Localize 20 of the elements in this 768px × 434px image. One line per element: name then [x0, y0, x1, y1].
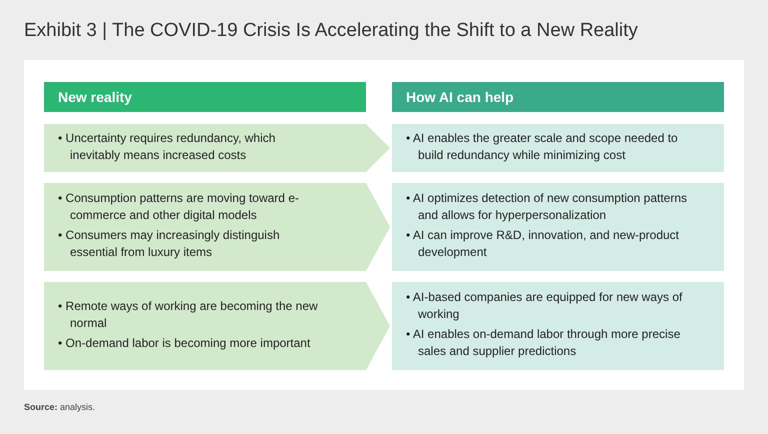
bullet-item: • Consumers may increasingly distinguish essential from luxury items [58, 227, 281, 261]
title: Exhibit 3 | The COVID-19 Crisis Is Accelerating the Shift to a New Reality [24, 20, 638, 42]
bullet-item: • On-demand labor is becoming more important [58, 334, 312, 352]
column-header: New reality [44, 82, 366, 112]
bullet-item: • AI enables on-demand labor through more precise sales and supplier predictions [406, 326, 682, 360]
column-header: How AI can help [392, 82, 724, 112]
bullet-item: • Remote ways of working are becoming the new normal [58, 298, 319, 332]
help-box [392, 183, 724, 271]
chevron-arrow [366, 282, 390, 370]
bullet-item: • AI can improve R&D, innovation, and new-product development [406, 227, 680, 261]
help-box [392, 124, 724, 172]
bullet-item: • AI-based companies are equipped for new ways of working [406, 289, 684, 323]
source-note: Source: analysis. [24, 402, 96, 412]
bullet-item: • AI enables the greater scale and scope needed to build redundancy while minimizing cost [406, 130, 679, 164]
bullet-item: • AI optimizes detection of new consumption patterns and allows for hyperpersonalization [406, 190, 688, 224]
help-box [392, 282, 724, 370]
chevron-arrow [366, 183, 390, 271]
bullet-item: • Consumption patterns are moving toward e-commerce and other digital models [58, 190, 300, 224]
bullet-item: • Uncertainty requires redundancy, which inevitably means increased costs [58, 130, 276, 164]
chevron-arrow [366, 124, 390, 172]
